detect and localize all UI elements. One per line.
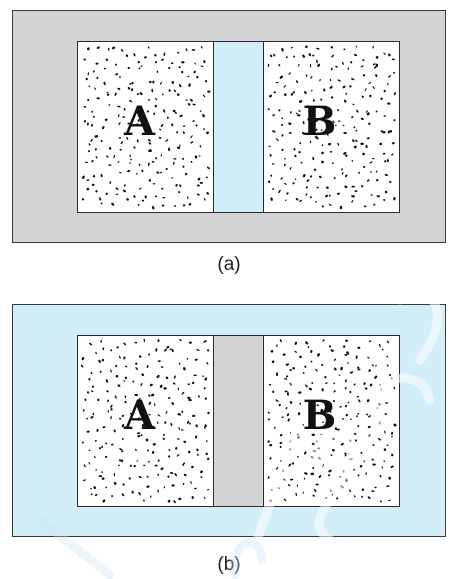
figure-a-caption: (a) bbox=[0, 254, 458, 276]
figure-a-partition-wall bbox=[213, 41, 264, 213]
figure-a-panel: A B bbox=[12, 10, 446, 243]
figure-a-container-b: B bbox=[263, 41, 400, 213]
label-a: A bbox=[77, 102, 207, 142]
label-a: A bbox=[77, 396, 207, 436]
figure-b-panel: A B bbox=[12, 304, 446, 537]
figure-b-container-b: B bbox=[263, 335, 400, 507]
figure-b-container-a: A bbox=[77, 335, 214, 507]
label-b: B bbox=[263, 396, 387, 436]
figure-b-partition-wall bbox=[213, 335, 264, 507]
figure-b-caption: (b) bbox=[0, 554, 458, 576]
label-b: B bbox=[263, 102, 387, 142]
figure-a-container-a: A bbox=[77, 41, 214, 213]
